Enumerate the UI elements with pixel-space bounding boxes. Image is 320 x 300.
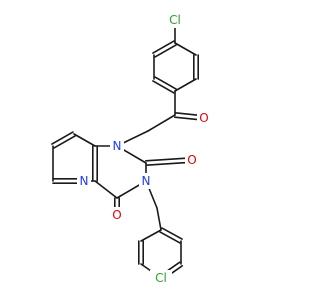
bond-a6-a1-double-b xyxy=(152,40,175,54)
atom-o2: O xyxy=(185,152,199,168)
bond-a3-a4 xyxy=(174,78,197,92)
bond-b6-b1 xyxy=(140,229,162,242)
bond-ck-ch2a xyxy=(147,114,176,132)
bond-c8-c7-double-a xyxy=(51,131,74,145)
atom-cl-bottom-label: Cl xyxy=(155,271,167,285)
atom-o-ketone-label: O xyxy=(199,111,208,125)
bond-ch2b-b1 xyxy=(156,207,162,231)
bond-a1-a2 xyxy=(174,42,197,56)
bond-a6-a1-double-a xyxy=(154,44,177,58)
atom-o4: O xyxy=(110,207,124,223)
atom-cl-top: Cl xyxy=(164,12,186,28)
atom-o4-label: O xyxy=(112,208,121,222)
bond-a4-a5-double-b xyxy=(152,80,175,94)
atom-n1: N xyxy=(110,138,124,154)
bond-c2-o2-double-b xyxy=(145,157,193,162)
bond-b1-b2-double-b xyxy=(161,227,183,240)
atom-cl-top-label: Cl xyxy=(169,13,181,27)
bond-c4-c4a xyxy=(94,180,118,199)
atom-o-ketone: O xyxy=(197,110,211,126)
bond-c2-o2-double-a xyxy=(145,161,193,166)
atom-n3-label: N xyxy=(142,174,151,188)
atom-cl-bottom: Cl xyxy=(150,270,172,286)
bond-b1-b2-double-a xyxy=(159,231,181,244)
atom-n1-label: N xyxy=(113,139,122,153)
atom-o2-label: O xyxy=(187,153,196,167)
bond-c8-c7-double-b xyxy=(53,135,76,149)
chemical-structure: Cl O N O N N O Cl xyxy=(51,12,211,286)
bond-c8a-c8 xyxy=(73,133,96,147)
atom-labels: Cl O N O N N O Cl xyxy=(77,12,211,286)
bonds xyxy=(51,19,206,281)
atom-n3: N xyxy=(139,173,153,189)
bond-a4-a5-double-a xyxy=(154,76,177,90)
atom-n-pyridine-label: N xyxy=(80,174,89,188)
atom-n-pyridine: N xyxy=(77,173,91,189)
